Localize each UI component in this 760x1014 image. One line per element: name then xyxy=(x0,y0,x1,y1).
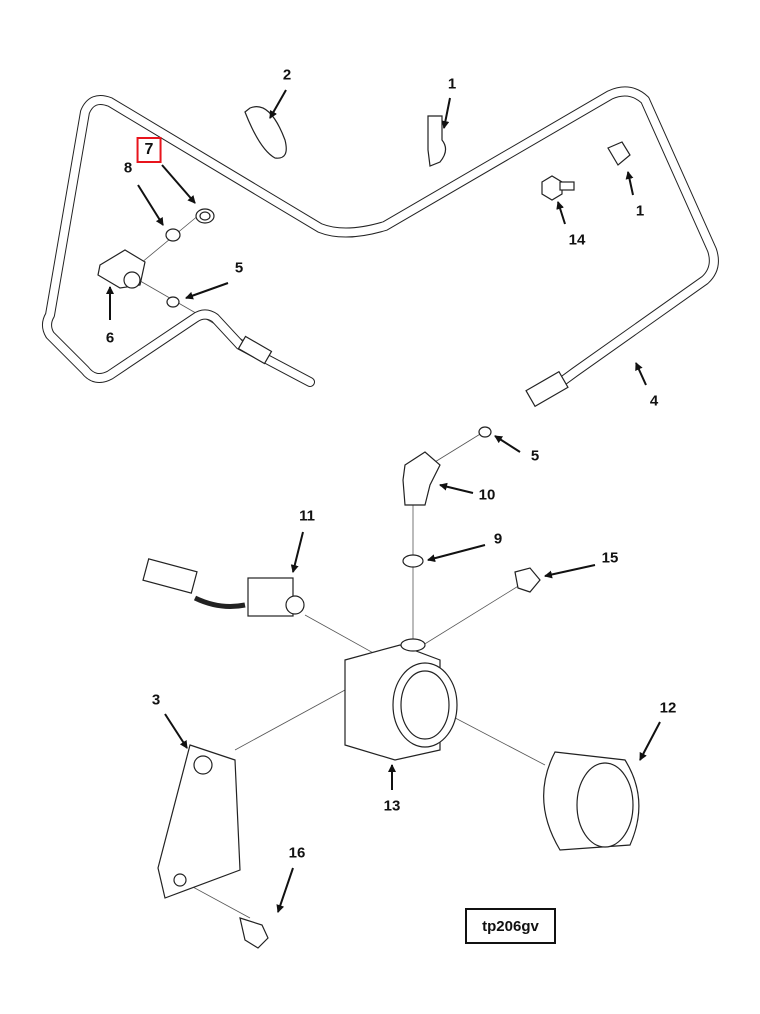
callout-arrow-4 xyxy=(635,362,647,386)
washer-8 xyxy=(165,228,181,242)
callout-label-4: 4 xyxy=(649,392,659,410)
callout-arrow-9 xyxy=(427,544,486,563)
callout-arrow-8 xyxy=(137,184,164,226)
bracket-3 xyxy=(157,744,241,899)
clip-1a xyxy=(427,115,447,167)
washer-5a xyxy=(166,296,180,308)
connector-11 xyxy=(142,558,198,594)
callout-label-15: 15 xyxy=(601,549,619,567)
callout-arrow-7 xyxy=(161,164,196,204)
callout-arrow-16 xyxy=(276,867,294,913)
callout-label-5a: 5 xyxy=(234,259,244,277)
callout-arrow-5a xyxy=(185,282,229,300)
figure-id-box: tp206gv xyxy=(465,908,556,944)
callout-label-13: 13 xyxy=(383,797,401,815)
callout-arrow-2 xyxy=(269,89,287,119)
nut-15 xyxy=(514,567,541,593)
bolt-14 xyxy=(541,175,563,201)
callout-label-8: 8 xyxy=(123,159,133,177)
parts xyxy=(97,106,640,949)
hose-end-fitting xyxy=(237,335,273,365)
callout-label-1a: 1 xyxy=(447,75,457,93)
callout-label-5b: 5 xyxy=(530,447,540,465)
hose-fitting-4 xyxy=(525,370,569,408)
callout-arrow-3 xyxy=(164,713,188,749)
clamp-2 xyxy=(244,106,287,159)
callout-label-9: 9 xyxy=(493,530,503,548)
figure-id: tp206gv xyxy=(482,917,539,935)
callout-label-7: 7 xyxy=(136,137,162,163)
fuel-hose xyxy=(42,86,719,388)
sensor-11 xyxy=(247,577,294,617)
callout-arrow-11 xyxy=(290,531,304,573)
callout-arrow-1b xyxy=(625,171,634,196)
callout-arrow-1a xyxy=(441,97,451,129)
assembly-centerlines xyxy=(134,209,546,919)
callout-arrows xyxy=(106,89,661,913)
callout-arrow-12 xyxy=(639,721,661,761)
callout-label-2: 2 xyxy=(282,66,292,84)
elbow-10 xyxy=(402,451,441,506)
callout-arrow-5b xyxy=(494,435,521,453)
callout-label-14: 14 xyxy=(568,231,586,249)
callout-label-3: 3 xyxy=(151,691,161,709)
callout-label-6: 6 xyxy=(105,329,115,347)
washer-5b xyxy=(478,426,492,438)
bolt-16 xyxy=(239,917,269,949)
callout-label-12: 12 xyxy=(659,699,677,717)
clip-1b xyxy=(607,141,631,166)
callout-arrow-10 xyxy=(439,482,474,494)
callout-label-16: 16 xyxy=(288,844,306,862)
callout-arrow-14 xyxy=(556,201,566,225)
oring-9 xyxy=(402,554,424,568)
callout-label-1b: 1 xyxy=(635,202,645,220)
callout-arrow-15 xyxy=(544,564,596,579)
callout-label-10: 10 xyxy=(478,486,496,504)
callout-label-11: 11 xyxy=(299,507,315,525)
